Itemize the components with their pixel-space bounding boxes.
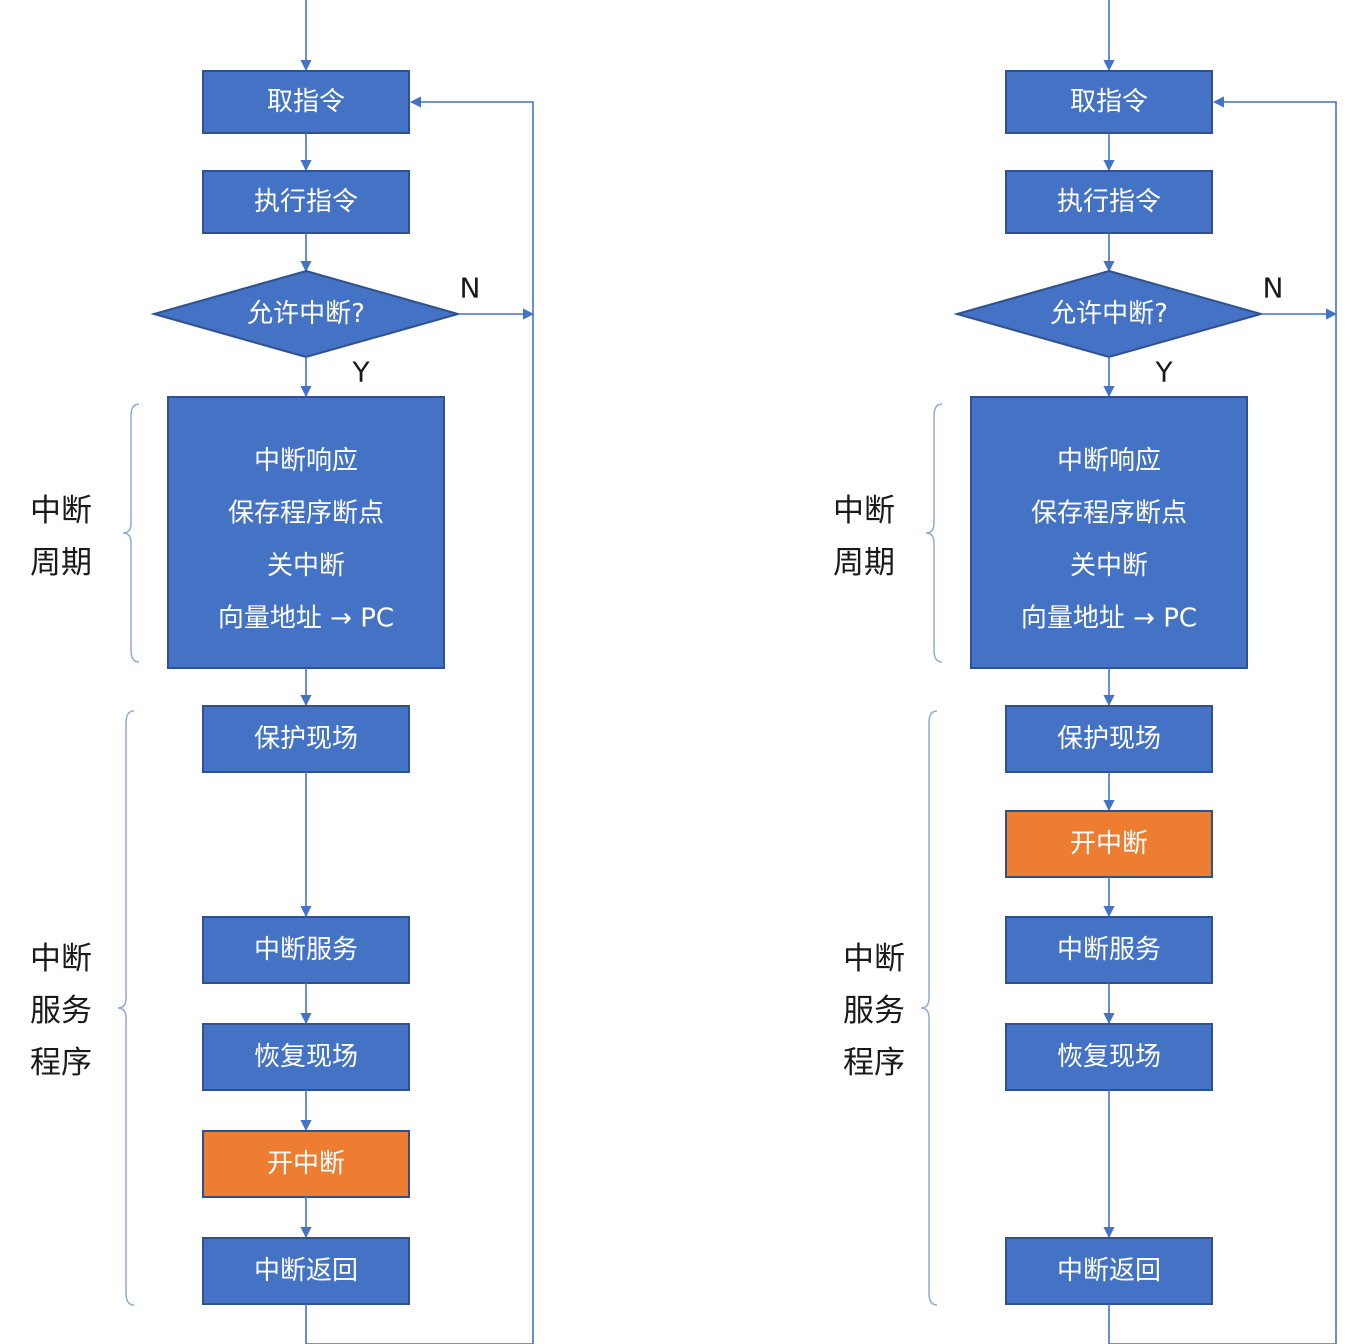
interrupt-routine-group-label: 程序 — [843, 1045, 905, 1081]
return-loop-arrow — [305, 96, 534, 1344]
enable-interrupt-box — [1005, 810, 1213, 878]
interrupt-cycle-line: 保存程序断点 — [1031, 499, 1187, 529]
save-context-label: 保护现场 — [254, 724, 358, 754]
allow-interrupt-label: 允许中断? — [1050, 299, 1168, 329]
interrupt-routine-group-label: 中断 — [843, 941, 905, 977]
interrupt-service-box — [202, 916, 410, 984]
interrupt-return-label: 中断返回 — [254, 1256, 358, 1286]
interrupt-return-box — [202, 1237, 410, 1305]
enable-interrupt-label: 开中断 — [1070, 829, 1148, 859]
interrupt-service-label: 中断服务 — [254, 935, 358, 965]
no-label: N — [460, 272, 481, 305]
fetch-instruction-label: 取指令 — [1070, 87, 1148, 117]
interrupt-routine-group-label: 中断 — [30, 941, 92, 977]
yes-label: Y — [1154, 356, 1173, 389]
yes-label: Y — [351, 356, 370, 389]
interrupt-routine-brace — [920, 710, 938, 1306]
interrupt-cycle-line: 关中断 — [267, 551, 345, 581]
return-loop-arrow — [1108, 96, 1337, 1344]
interrupt-cycle-brace — [925, 403, 943, 663]
interrupt-routine-group-label: 程序 — [30, 1045, 92, 1081]
restore-context-label: 恢复现场 — [254, 1042, 358, 1072]
interrupt-routine-group-label: 服务 — [843, 993, 905, 1029]
interrupt-service-label: 中断服务 — [1057, 935, 1161, 965]
interrupt-cycle-line: 关中断 — [1070, 551, 1148, 581]
execute-instruction-box — [1005, 170, 1213, 234]
interrupt-cycle-group-label: 周期 — [833, 545, 895, 581]
execute-instruction-label: 执行指令 — [254, 187, 358, 217]
execute-instruction-box — [202, 170, 410, 234]
execute-instruction-label: 执行指令 — [1057, 187, 1161, 217]
interrupt-service-box — [1005, 916, 1213, 984]
interrupt-cycle-line: 向量地址 → PC — [218, 604, 394, 634]
interrupt-cycle-group-label: 周期 — [30, 545, 92, 581]
interrupt-cycle-box — [970, 396, 1248, 669]
interrupt-return-label: 中断返回 — [1057, 1256, 1161, 1286]
interrupt-cycle-group-label: 中断 — [833, 493, 895, 529]
fetch-instruction-label: 取指令 — [267, 87, 345, 117]
no-label: N — [1263, 272, 1284, 305]
save-context-label: 保护现场 — [1057, 724, 1161, 754]
interrupt-cycle-line: 中断响应 — [254, 446, 358, 476]
interrupt-cycle-group-label: 中断 — [30, 493, 92, 529]
save-context-box — [1005, 705, 1213, 773]
interrupt-cycle-brace — [122, 403, 140, 663]
interrupt-cycle-line: 中断响应 — [1057, 446, 1161, 476]
interrupt-routine-brace — [117, 710, 135, 1306]
allow-interrupt-label: 允许中断? — [247, 299, 365, 329]
interrupt-cycle-line: 向量地址 → PC — [1021, 604, 1197, 634]
enable-interrupt-label: 开中断 — [267, 1149, 345, 1179]
enable-interrupt-box — [202, 1130, 410, 1198]
fetch-instruction-box — [1005, 70, 1213, 134]
restore-context-label: 恢复现场 — [1057, 1042, 1161, 1072]
restore-context-box — [1005, 1023, 1213, 1091]
interrupt-cycle-box — [167, 396, 445, 669]
save-context-box — [202, 705, 410, 773]
interrupt-routine-group-label: 服务 — [30, 993, 92, 1029]
interrupt-cycle-line: 保存程序断点 — [228, 499, 384, 529]
interrupt-return-box — [1005, 1237, 1213, 1305]
